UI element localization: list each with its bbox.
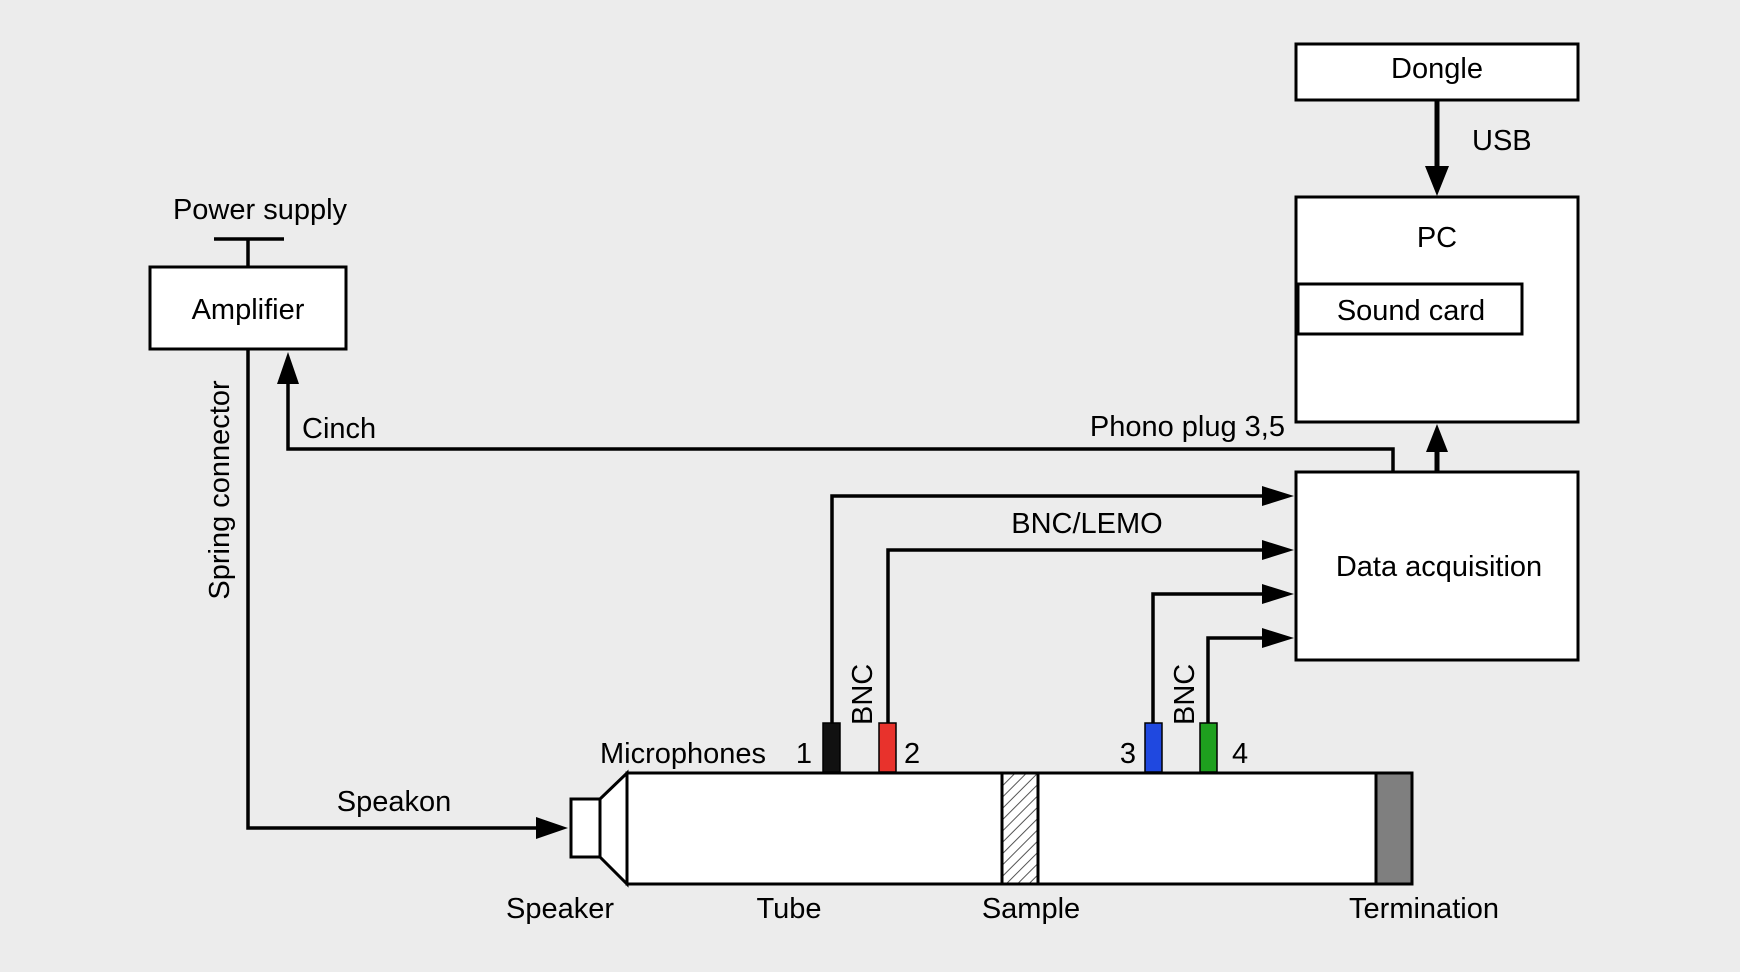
dongle-label: Dongle (1391, 53, 1483, 85)
sample-label: Sample (982, 893, 1080, 925)
speakon-label: Speakon (337, 786, 452, 818)
cinch-arrowhead (277, 352, 299, 384)
tube-label: Tube (756, 893, 821, 925)
amplifier-block: Amplifier (148, 265, 348, 351)
amplifier-label: Amplifier (192, 294, 305, 326)
data-acquisition-block: Data acquisition (1294, 470, 1580, 662)
spring-connector-label: Spring connector (204, 380, 236, 600)
pc-label: PC (1417, 222, 1457, 254)
sound-card-block: Sound card (1296, 282, 1524, 336)
mic-4-cable (1206, 628, 1294, 725)
mic-3-number: 3 (1120, 738, 1136, 770)
speakon-arrowhead (536, 817, 568, 839)
tube (625, 771, 1414, 886)
microphone-4 (1199, 722, 1218, 773)
usb-arrowhead (1425, 166, 1449, 196)
mic-2-arrowhead (1262, 540, 1294, 560)
dongle-block: Dongle (1294, 42, 1580, 102)
mic-4-number: 4 (1232, 738, 1248, 770)
mic-1-cable (830, 486, 1294, 725)
power-supply: Power supply (173, 194, 348, 267)
pc-block: PC Sound card (1294, 195, 1580, 424)
cinch-connection: Cinch Phono plug 3,5 (277, 352, 1395, 472)
termination (1374, 771, 1414, 886)
mic-3-cable (1151, 584, 1294, 725)
microphone-2 (878, 722, 897, 773)
daq-to-pc-connection (1426, 424, 1448, 472)
microphones-label: Microphones (600, 738, 766, 770)
speaker-cable: Spring connector Speakon (204, 349, 568, 839)
data-acquisition-label: Data acquisition (1336, 551, 1542, 583)
sound-card-label: Sound card (1337, 295, 1485, 327)
speaker (569, 769, 629, 888)
sample (1000, 771, 1040, 886)
microphone-3 (1144, 722, 1163, 773)
mic-4-arrowhead (1262, 628, 1294, 648)
cinch-label: Cinch (302, 413, 376, 445)
phono-plug-label: Phono plug 3,5 (1090, 411, 1285, 443)
mic-2-cable (886, 540, 1294, 725)
microphone-1 (822, 722, 841, 773)
bnc-lemo-label: BNC/LEMO (1011, 508, 1162, 540)
power-supply-label: Power supply (173, 194, 348, 226)
microphones: Microphones 1 2 3 4 BNC BNC (600, 664, 1248, 773)
termination-label: Termination (1349, 893, 1499, 925)
speaker-label: Speaker (506, 893, 614, 925)
mic-1-number: 1 (796, 738, 812, 770)
bnc-label-left: BNC (847, 664, 879, 725)
bnc-label-right: BNC (1169, 664, 1201, 725)
mic-1-arrowhead (1262, 486, 1294, 506)
part-labels: Speaker Tube Sample Termination (506, 893, 1499, 925)
mic-3-arrowhead (1262, 584, 1294, 604)
usb-connection: USB (1425, 100, 1532, 196)
usb-label: USB (1472, 125, 1532, 157)
mic-2-number: 2 (904, 738, 920, 770)
daq-to-pc-arrowhead (1426, 424, 1448, 452)
